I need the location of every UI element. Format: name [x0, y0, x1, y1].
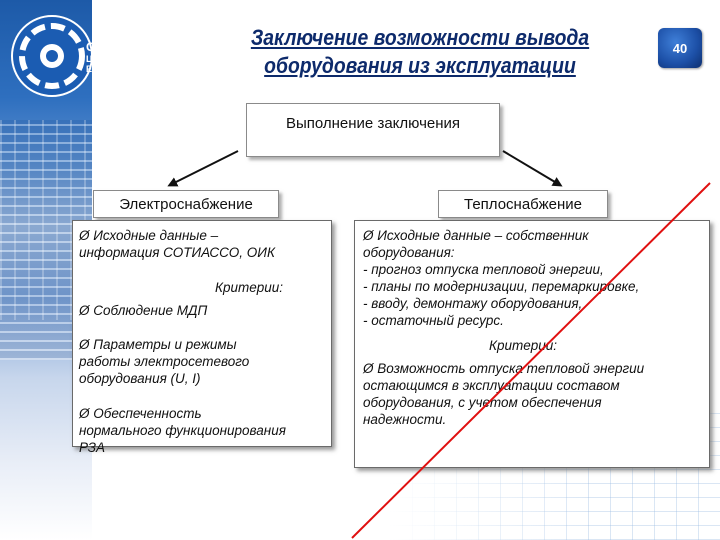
left-source-line-2: информация СОТИАССО, ОИК — [79, 245, 275, 260]
logo-emblem-icon — [11, 15, 93, 97]
left-criterion-3-line-2: нормального функционирования — [79, 423, 286, 438]
title-line-1: Заключение возможности вывода — [250, 25, 590, 50]
right-item-2: - планы по модернизации, перемаркировке, — [363, 279, 640, 294]
right-header: Теплоснабжение — [438, 190, 608, 218]
right-source-line-2: оборудования: — [363, 245, 455, 260]
logo-line-2: ЦДУ — [86, 54, 105, 64]
right-criteria-label: Критерии: — [489, 338, 558, 353]
left-criterion-2-line-2: работы электросетевого — [79, 354, 250, 369]
root-label: Выполнение заключения — [285, 115, 461, 132]
right-content-box: Ø Исходные данные – собственник оборудов… — [354, 220, 710, 468]
left-content-box: Ø Исходные данные – информация СОТИАССО,… — [72, 220, 332, 455]
left-criterion-3-line-1: Ø Обеспеченность — [79, 406, 202, 421]
left-criteria-label: Критерии: — [215, 280, 284, 295]
logo-line-1: СО — [86, 40, 106, 54]
logo-wordmark: СО ЦДУ ЕЭС — [86, 40, 106, 74]
slide-title: Заключение возможности вывода оборудован… — [209, 24, 631, 80]
left-criterion-2-line-3: оборудования (U, I) — [79, 371, 201, 386]
left-criterion-2-line-1: Ø Параметры и режимы — [79, 337, 237, 352]
title-line-2: оборудования из эксплуатации — [264, 53, 576, 78]
strike-line — [351, 182, 711, 539]
arrow-right — [502, 150, 563, 187]
right-item-4: - остаточный ресурс. — [363, 313, 504, 328]
right-criterion-line-4: надежности. — [363, 412, 447, 427]
right-item-1: - прогноз отпуска тепловой энергии, — [363, 262, 604, 277]
right-criterion-line-3: оборудования, с учетом обеспечения — [363, 395, 602, 410]
right-criterion-line-1: Ø Возможность отпуска тепловой энергии — [363, 361, 645, 376]
logo-line-3: ЕЭС — [86, 64, 105, 74]
left-header: Электроснабжение — [93, 190, 279, 218]
left-criterion-1: Ø Соблюдение МДП — [79, 303, 208, 318]
right-criterion-line-2: остающимся в эксплуатации составом — [363, 378, 620, 393]
company-logo: СО ЦДУ ЕЭС — [4, 8, 124, 104]
page-number-badge: 40 — [658, 28, 702, 68]
left-criterion-3-line-3: РЗА — [79, 440, 105, 455]
right-source-line-1: Ø Исходные данные – собственник — [363, 228, 589, 243]
arrow-left — [167, 150, 239, 187]
left-source-line-1: Ø Исходные данные – — [79, 228, 219, 243]
root-box: Выполнение заключения — [246, 103, 500, 157]
right-item-3: - вводу, демонтажу оборудования, — [363, 296, 583, 311]
